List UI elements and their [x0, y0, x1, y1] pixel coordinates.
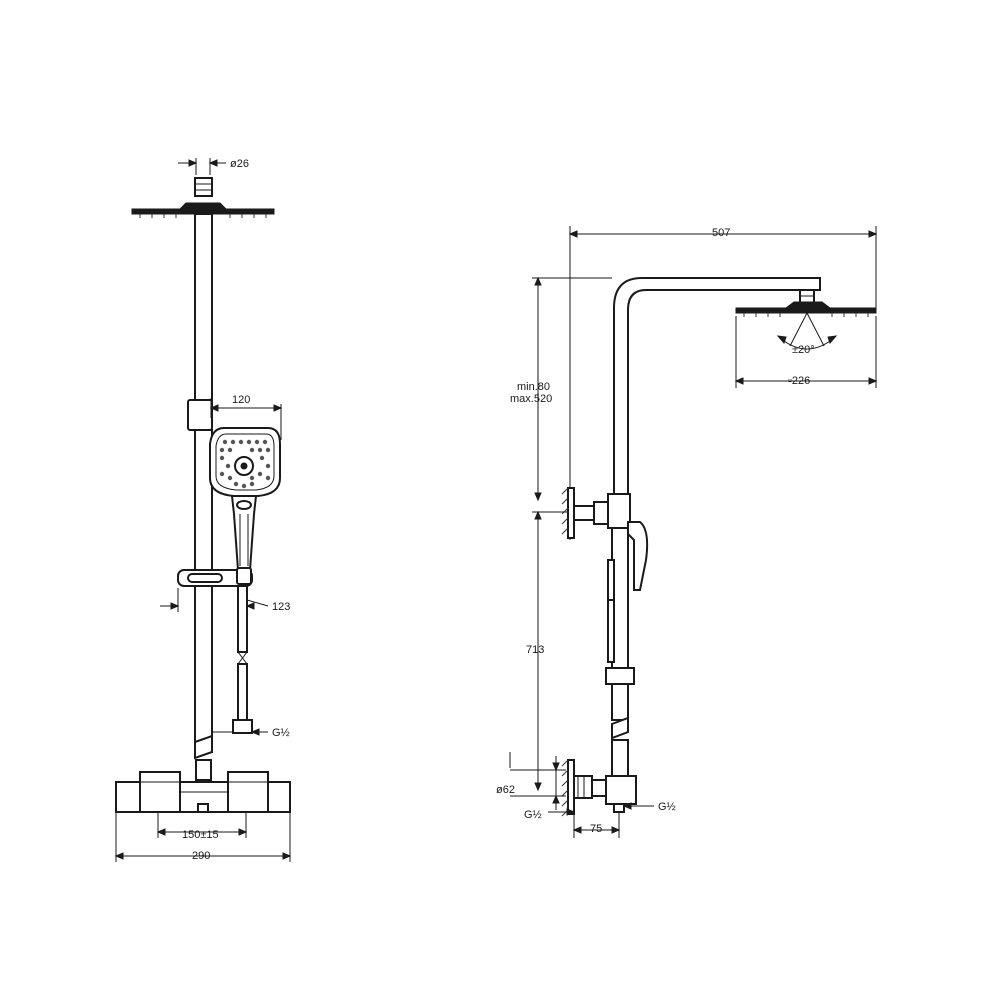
- handshower-width-label: 120: [232, 394, 250, 406]
- side-hose: [607, 599, 615, 663]
- head-size-label: ▫226: [788, 375, 810, 387]
- outlet-thread-label: G½: [658, 801, 676, 813]
- eccentric-diameter-label: ø62: [496, 784, 515, 796]
- dim-eccentric-diameter: ø62: [496, 752, 566, 810]
- holder-offset-label: 123: [272, 601, 290, 613]
- hose-nut: [232, 719, 253, 734]
- height-adjust-min-label: min.80: [517, 381, 550, 393]
- dim-inlet-thread: G½: [524, 808, 576, 821]
- upper-riser-pipe: [194, 213, 213, 403]
- mixer-depth-label: 75: [590, 823, 602, 835]
- left-handle: [139, 771, 181, 813]
- side-view: 507 ±20°: [496, 226, 878, 838]
- shower-arm-side: [613, 277, 821, 496]
- handshower-side: [607, 521, 649, 663]
- side-rail-lower: [611, 683, 629, 721]
- mixer-width-label: 290: [192, 850, 210, 862]
- hose-thread-label: G½: [272, 727, 290, 739]
- handshower-nozzles: [219, 439, 271, 489]
- dim-height-adjust: min.80 max.520: [510, 276, 612, 502]
- top-connector: [194, 177, 213, 197]
- dim-mixer-width: 290: [114, 812, 292, 862]
- dim-tilt-angle: ±20°: [776, 312, 838, 356]
- dim-pipe-diameter: ø26: [178, 158, 249, 175]
- dim-outlet-thread: G½: [622, 801, 676, 813]
- overhead-shower-head-side: [735, 289, 877, 317]
- tilt-angle-label: ±20°: [792, 344, 815, 356]
- thermostatic-mixer-side: [561, 759, 637, 817]
- eccentric-fitting: [573, 775, 593, 799]
- overhead-shower-head-front: [131, 202, 275, 218]
- side-slider: [605, 667, 635, 685]
- side-rail-connector: [611, 739, 629, 777]
- mixer-connector: [195, 759, 212, 781]
- dim-mixer-depth: 75: [572, 812, 621, 838]
- right-handle: [227, 771, 269, 813]
- height-adjust-max-label: max.520: [510, 393, 552, 405]
- handshower-front: [209, 427, 281, 571]
- dim-hose-thread: G½: [212, 727, 290, 739]
- upper-slider: [187, 399, 213, 431]
- bracket-arm: [573, 505, 595, 521]
- inlet-thread-label: G½: [524, 809, 542, 821]
- front-view: ø26 120: [114, 158, 292, 862]
- dim-handshower-width: 120: [209, 394, 283, 440]
- hose-upper: [237, 585, 248, 653]
- thermostatic-mixer-front: [115, 771, 291, 813]
- pipe-diameter-label: ø26: [230, 158, 249, 170]
- dim-head-size: ▫226: [734, 316, 878, 388]
- hose-lower: [237, 663, 248, 721]
- side-mixer-body: [605, 775, 637, 805]
- inlet-spacing-label: 150±15: [182, 829, 219, 841]
- dim-rail-height: 713: [526, 510, 544, 792]
- arm-projection-label: 507: [712, 227, 730, 239]
- bracket-clamp: [607, 493, 631, 529]
- wall-bracket: [532, 487, 631, 539]
- dim-inlet-spacing: 150±15: [156, 812, 248, 841]
- dim-holder-offset: 123: [160, 588, 290, 613]
- rail-height-label: 713: [526, 644, 544, 656]
